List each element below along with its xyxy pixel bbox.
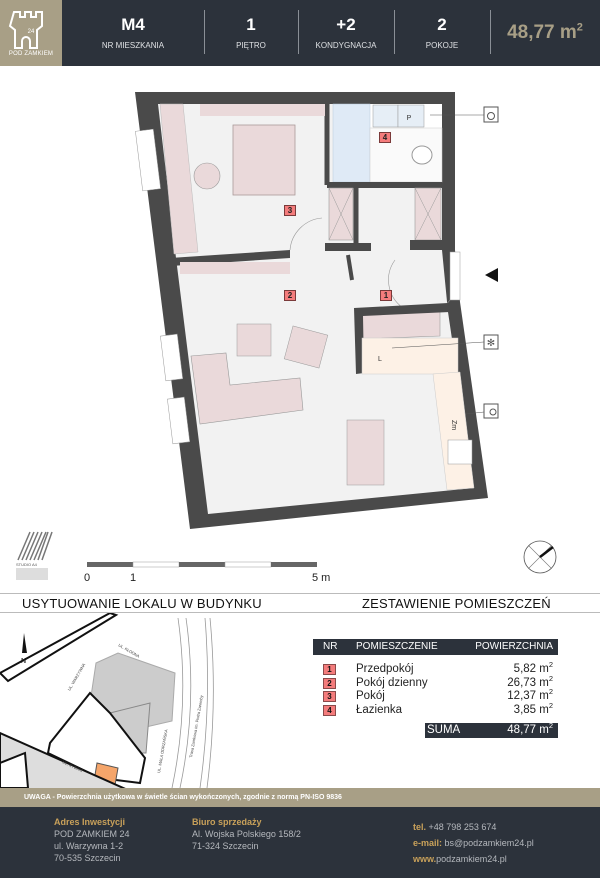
sales-office: Biuro sprzedaży Al. Wojska Polskiego 158…: [192, 817, 301, 851]
svg-text:Zm: Zm: [450, 420, 457, 430]
logo-text: POD ZAMKIEM: [8, 51, 54, 57]
svg-text:L: L: [378, 356, 382, 363]
north-arrow-icon: [22, 633, 27, 653]
washing-machine-icon: [483, 106, 499, 123]
room-label-1: 1: [380, 290, 392, 301]
site-map: N UL. KŁODNA UL. WARZYWNA UL. RYBAKI UL.…: [0, 613, 214, 788]
svg-text:1: 1: [130, 572, 136, 584]
svg-text:P: P: [407, 115, 412, 122]
floor-plan: P L Zm: [16, 92, 557, 584]
website-link[interactable]: www.podzamkiem24.pl: [413, 854, 507, 864]
svg-text:STUDIO A4: STUDIO A4: [16, 562, 38, 567]
compass-icon: [523, 540, 557, 574]
svg-text:N: N: [21, 658, 26, 665]
room-label-3: 3: [284, 205, 296, 216]
freezer-icon: [483, 334, 499, 350]
rooms-table-header: NR POMIESZCZENIE POWIERZCHNIA: [313, 639, 558, 655]
svg-text:0: 0: [84, 572, 90, 584]
svg-text:5 m: 5 m: [312, 572, 330, 584]
room-label-2: 2: [284, 290, 296, 301]
phone-link[interactable]: +48 798 253 674: [428, 822, 497, 832]
svg-text:✻: ✻: [487, 338, 495, 349]
scale-bar: 0 1 5 m: [84, 561, 330, 584]
svg-text:UL. WARZYWNA: UL. WARZYWNA: [67, 662, 87, 692]
notice-bar: UWAGA - Powierzchnia użytkowa w świetle …: [0, 788, 600, 807]
email-link[interactable]: bs@podzamkiem24.pl: [444, 838, 534, 848]
room-label-4: 4: [379, 132, 391, 143]
castle-icon: 24: [8, 11, 43, 49]
entrance-arrow-icon: [485, 268, 498, 282]
svg-text:24: 24: [28, 29, 35, 35]
rooms-title: ZESTAWIENIE POMIESZCZEŃ: [362, 596, 551, 611]
total-area: 48,77 m2: [507, 21, 583, 43]
sum-row: SUMA 48,77 m2: [425, 722, 558, 738]
pod-zamkiem-logo[interactable]: 24 POD ZAMKIEM: [0, 0, 62, 66]
studio-a4-logo: STUDIO A4: [16, 531, 53, 580]
svg-text:UL. MAŁA ODRZAŃSKA: UL. MAŁA ODRZAŃSKA: [156, 729, 169, 774]
site-title: USYTUOWANIE LOKALU W BUDYNKU: [22, 596, 262, 611]
contact: tel. +48 798 253 674 e-mail: bs@podzamki…: [413, 819, 534, 867]
